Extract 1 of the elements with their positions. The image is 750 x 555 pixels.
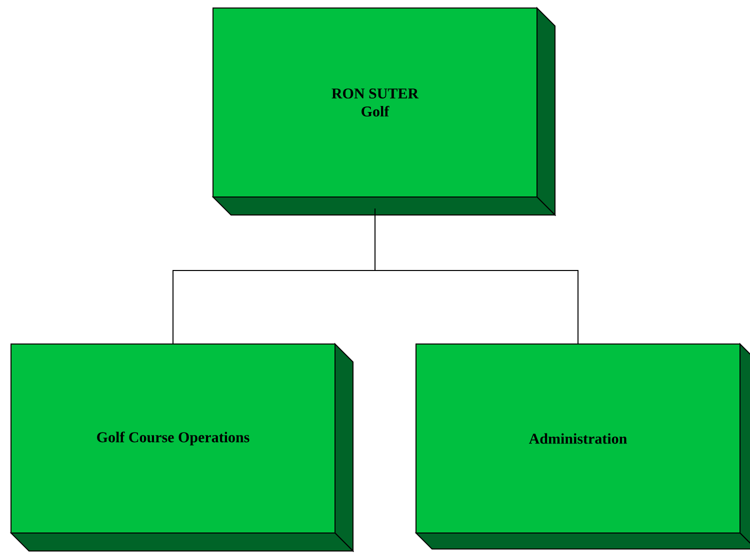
connector-line <box>374 208 578 344</box>
